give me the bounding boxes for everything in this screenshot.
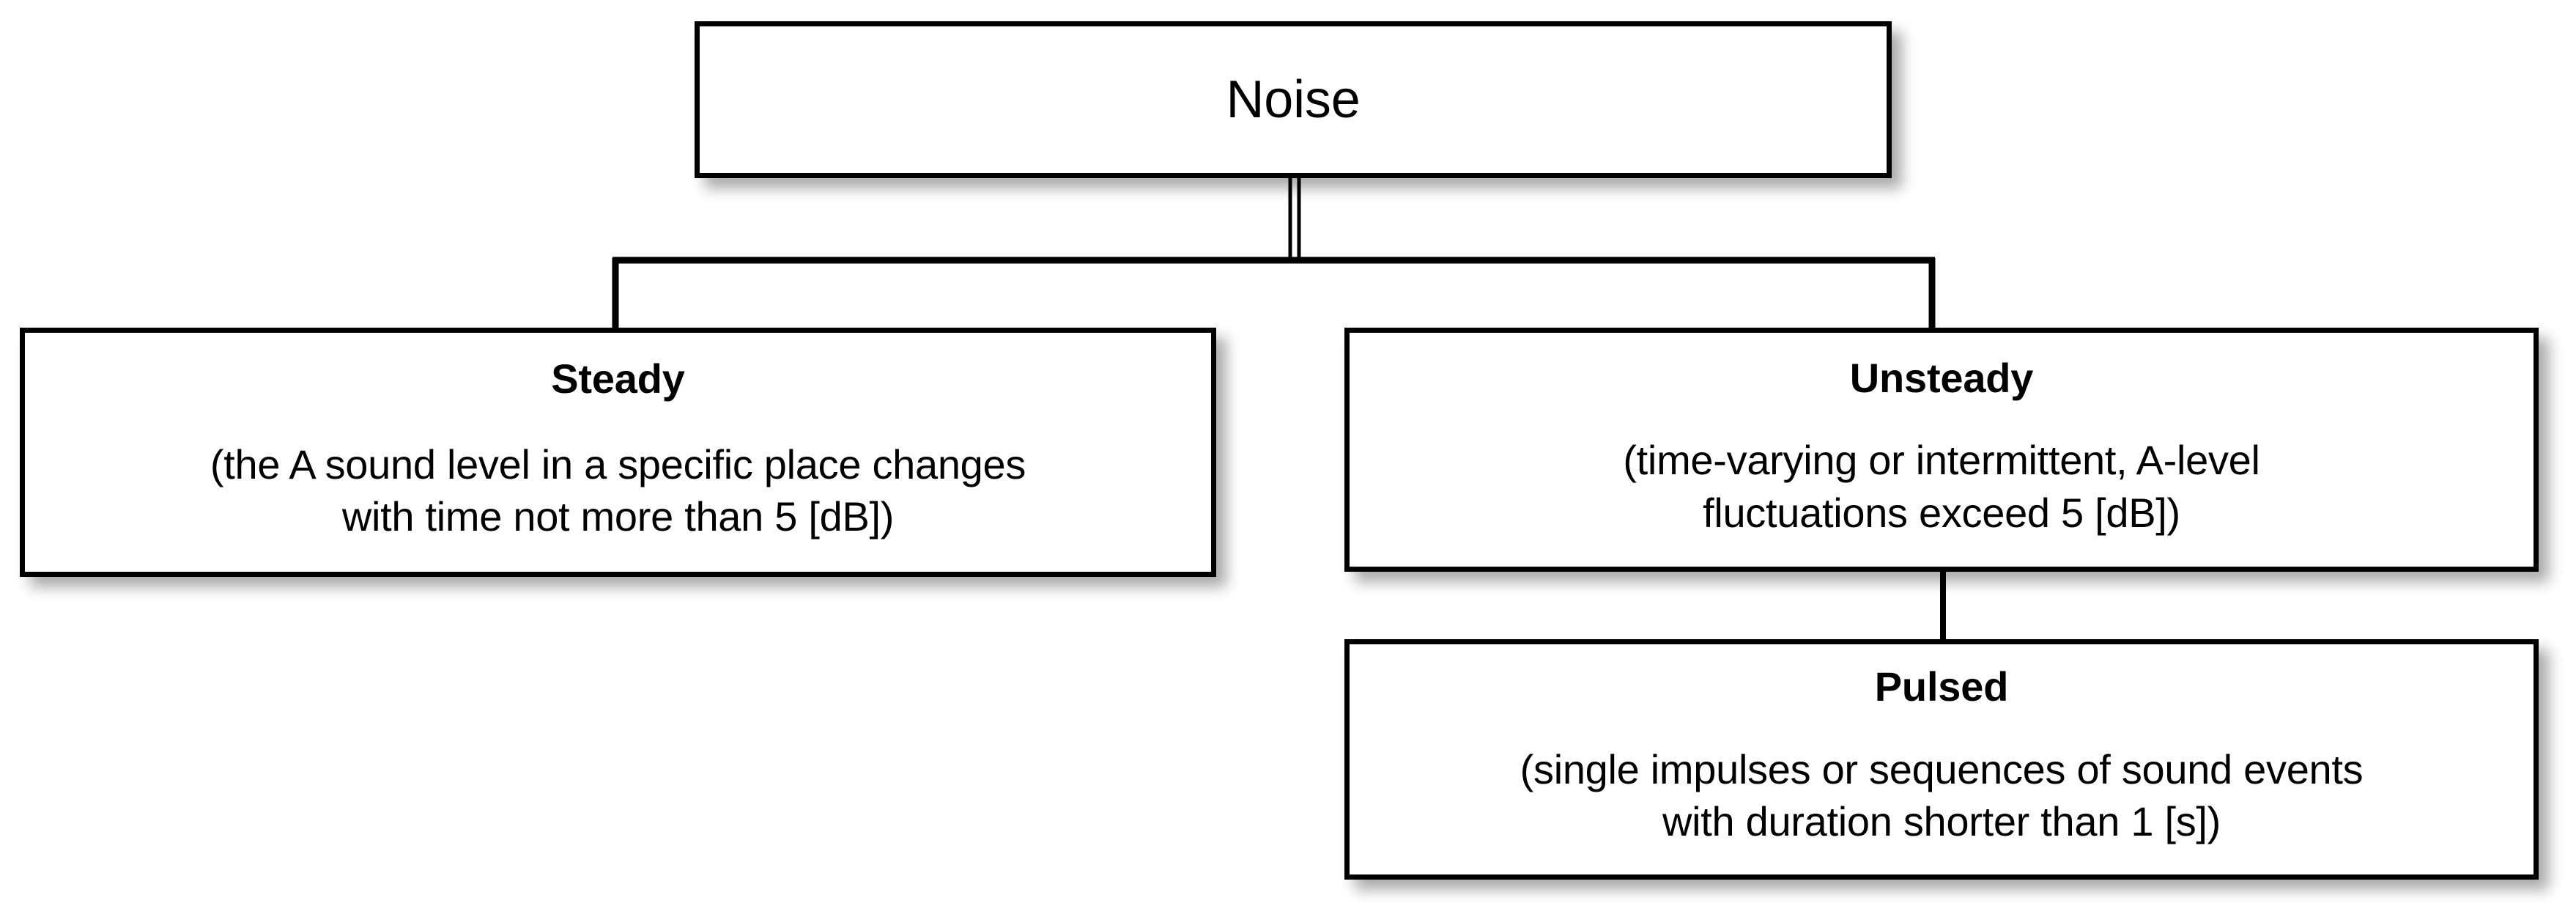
node-unsteady[interactable]: Unsteady (time-varying or intermittent, … [1344,328,2539,572]
node-pulsed-title: Pulsed [1874,663,2009,710]
node-steady[interactable]: Steady (the A sound level in a specific … [20,328,1216,577]
node-noise[interactable]: Noise [695,21,1892,178]
node-steady-description: (the A sound level in a specific place c… [210,438,1026,543]
node-unsteady-description-line-1: (time-varying or intermittent, A-level [1623,437,2260,484]
node-pulsed-description: (single impulses or sequences of sound e… [1520,743,2364,848]
node-noise-title: Noise [1226,70,1361,129]
node-steady-title: Steady [551,356,685,402]
node-pulsed-description-line-2: with duration shorter than 1 [s]) [1662,798,2221,845]
node-pulsed-description-line-1: (single impulses or sequences of sound e… [1520,745,2364,792]
node-steady-description-line-1: (the A sound level in a specific place c… [210,441,1026,487]
node-pulsed[interactable]: Pulsed (single impulses or sequences of … [1344,639,2539,880]
node-steady-description-line-2: with time not more than 5 [dB]) [341,493,895,540]
node-unsteady-description: (time-varying or intermittent, A-level f… [1623,434,2260,539]
node-unsteady-title: Unsteady [1849,354,2034,401]
node-unsteady-description-line-2: fluctuations exceed 5 [dB]) [1703,489,2180,536]
